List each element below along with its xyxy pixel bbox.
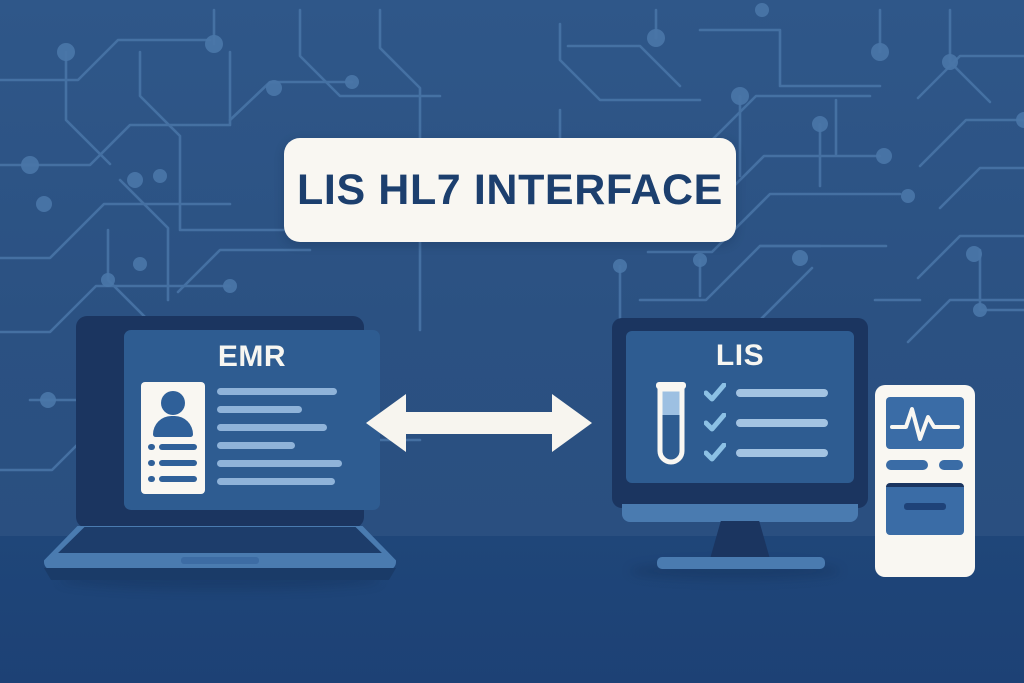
lis-screen-label: LIS [715, 339, 765, 372]
ecg-waveform-icon [890, 407, 960, 441]
monitor-frame: LIS [612, 318, 868, 508]
laptop-base [44, 526, 396, 580]
analyzer-sample-drawer[interactable] [886, 483, 964, 535]
laptop-base-edge [44, 568, 396, 580]
laptop-keyboard [58, 527, 382, 553]
result-line [736, 419, 828, 427]
analyzer-button-small[interactable] [939, 460, 963, 470]
emr-laptop[interactable]: EMR [44, 316, 396, 586]
record-text-line [217, 406, 302, 413]
bullet-icon [148, 460, 155, 466]
person-icon-head [161, 391, 185, 415]
person-icon-body [153, 416, 193, 437]
bullet-icon [148, 476, 155, 482]
card-text-bar [159, 476, 197, 482]
lis-monitor[interactable]: LIS [612, 318, 868, 570]
record-text-line [217, 460, 342, 467]
card-text-bar [159, 460, 197, 466]
check-icon [704, 383, 726, 402]
check-icon [704, 413, 726, 432]
drawer-handle[interactable] [904, 503, 946, 510]
record-text-line [217, 478, 335, 485]
patient-record-card [141, 382, 205, 494]
record-text-line [217, 424, 327, 431]
double-headed-arrow-icon [366, 394, 592, 452]
bullet-icon [148, 444, 155, 450]
bidirectional-arrow [362, 388, 596, 458]
lab-analyzer[interactable] [875, 385, 975, 577]
test-tube-icon [656, 382, 686, 465]
result-line [736, 389, 828, 397]
analyzer-display [886, 397, 964, 449]
monitor-stand-neck [710, 521, 770, 559]
check-icon [704, 443, 726, 462]
monitor-chin [622, 504, 858, 522]
laptop-lid: EMR [76, 316, 380, 528]
laptop-trackpad [181, 557, 259, 564]
result-line [736, 449, 828, 457]
lis-screen: LIS [626, 331, 854, 483]
monitor-stand-base [657, 557, 825, 569]
emr-screen-label: EMR [217, 340, 287, 373]
analyzer-button-wide[interactable] [886, 460, 928, 470]
emr-screen: EMR [124, 330, 380, 510]
page-title: LIS HL7 INTERFACE [297, 165, 723, 214]
title-banner: LIS HL7 INTERFACE [284, 138, 736, 242]
record-text-line [217, 442, 295, 449]
record-text-line [217, 388, 337, 395]
card-text-bar [159, 444, 197, 450]
